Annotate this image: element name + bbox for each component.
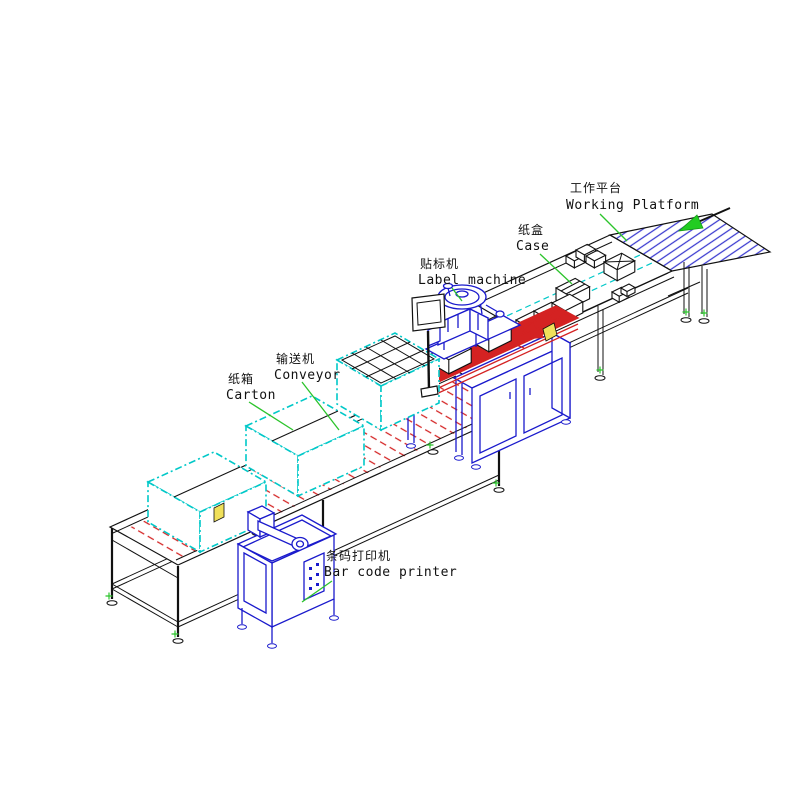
carton-label: [213, 502, 225, 523]
leader-conveyor: [301, 381, 340, 431]
printer-control-panel: [303, 551, 325, 602]
transfer-plate: [542, 322, 558, 342]
carton-label-en: Carton: [226, 388, 276, 403]
barcode-printer: [236, 505, 339, 649]
annotation-case: 纸盒 Case: [516, 222, 573, 285]
carton-2: [244, 395, 366, 498]
leader-carton: [248, 401, 294, 431]
annotation-conveyor: 输送机 Conveyor: [274, 351, 341, 431]
label-machine: [424, 282, 522, 360]
flow-arrow-icon: [677, 207, 731, 232]
case-label-zh: 纸盒: [518, 222, 544, 237]
conveyor-label-en: Conveyor: [274, 368, 341, 383]
leader-working-platform: [599, 213, 628, 242]
annotation-working-platform: 工作平台 Working Platform: [566, 180, 699, 242]
annotation-label-machine: 贴标机 Label machine: [418, 257, 526, 302]
cabinet-door-right: [523, 356, 563, 435]
leader-barcode-printer: [301, 580, 333, 603]
conveyor-label-zh: 输送机: [276, 351, 315, 366]
barcode-printer-label-en: Bar code printer: [324, 565, 457, 580]
platform-cases: [515, 244, 636, 340]
leader-case: [539, 253, 573, 285]
carton-1: [146, 451, 268, 554]
carton-label-zh: 纸箱: [228, 371, 254, 386]
label-machine-label-en: Label machine: [418, 273, 526, 288]
annotation-barcode-printer: 条码打印机 Bar code printer: [301, 549, 457, 603]
annotation-carton: 纸箱 Carton: [226, 371, 294, 431]
control-cabinet: [452, 331, 572, 470]
case-label-en: Case: [516, 239, 549, 254]
working-platform-label-zh: 工作平台: [570, 180, 622, 195]
platform-slope-hatch: [608, 213, 772, 272]
label-machine-label-zh: 贴标机: [420, 257, 459, 271]
monitor: [411, 293, 446, 398]
monitor-screen: [411, 293, 446, 332]
leader-label-machine: [451, 287, 463, 302]
barcode-printer-label-zh: 条码打印机: [326, 549, 391, 563]
working-platform-label-en: Working Platform: [566, 198, 699, 213]
carton-3-open: [335, 332, 441, 432]
cabinet-door-left: [479, 377, 517, 455]
